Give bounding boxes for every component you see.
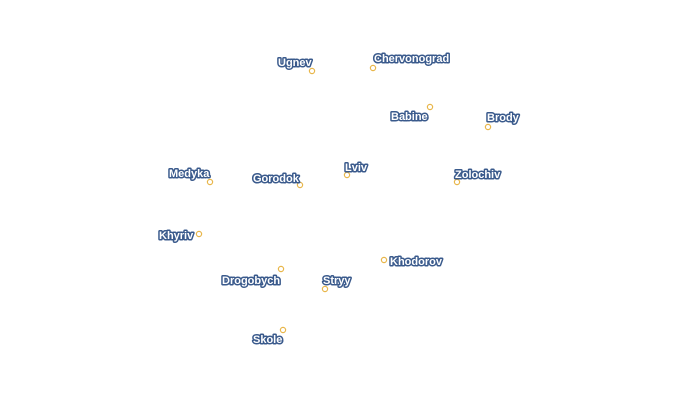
- city-marker-medyka: [206, 178, 214, 186]
- city-marker-babine: [426, 103, 434, 111]
- city-label-khyriv: Khyriv: [159, 230, 194, 242]
- city-label-brody: Brody: [487, 112, 520, 124]
- city-marker-brody: [484, 123, 492, 131]
- city-label-zolochiv: Zolochiv: [455, 169, 501, 181]
- city-marker-stryy: [321, 285, 329, 293]
- city-marker-skole: [279, 326, 287, 334]
- city-marker-gorodok: [296, 181, 304, 189]
- city-label-khodorov: Khodorov: [390, 256, 443, 268]
- city-marker-zolochiv: [453, 178, 461, 186]
- city-label-gorodok: Gorodok: [253, 173, 300, 185]
- city-label-babine: Babine: [391, 111, 428, 123]
- city-marker-khyriv: [195, 230, 203, 238]
- city-marker-ugnev: [308, 67, 316, 75]
- city-label-medyka: Medyka: [169, 168, 210, 180]
- city-marker-chervonograd: [369, 64, 377, 72]
- city-label-chervonograd: Chervonograd: [374, 53, 449, 65]
- city-marker-lviv: [343, 171, 351, 179]
- city-label-stryy: Stryy: [323, 275, 351, 287]
- city-label-ugnev: Ugnev: [278, 57, 313, 69]
- city-label-skole: Skole: [253, 334, 282, 346]
- city-marker-drogobych: [277, 265, 285, 273]
- city-label-lviv: Lviv: [345, 162, 368, 174]
- city-label-drogobych: Drogobych: [222, 275, 280, 287]
- city-markers: [195, 64, 492, 334]
- city-marker-khodorov: [380, 256, 388, 264]
